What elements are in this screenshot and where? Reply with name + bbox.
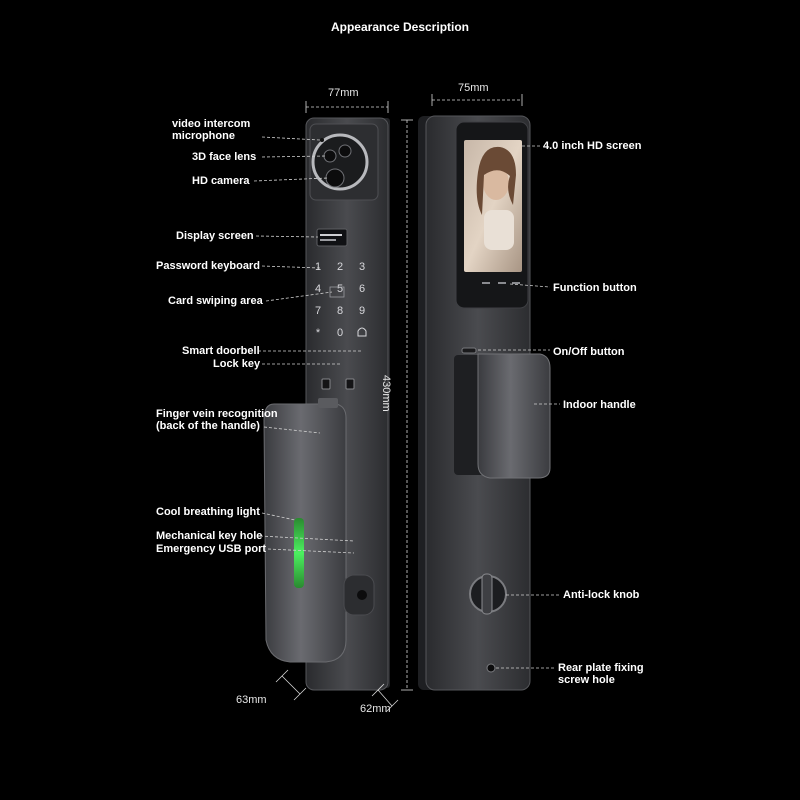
keypad-key[interactable]: 9 <box>359 305 365 317</box>
outdoor-panel: 1 2 3 4 5 6 7 8 9 * 0 <box>263 117 390 691</box>
label-display-screen: Display screen <box>176 230 254 242</box>
doorbell-icon[interactable] <box>357 327 367 337</box>
height-dimension: 430mm <box>380 375 392 412</box>
outdoor-handle <box>263 403 347 663</box>
function-button-2 <box>498 282 506 284</box>
label-lock-key: Lock key <box>213 358 261 370</box>
outdoor-leader-lines <box>253 136 362 554</box>
indoor-handle <box>477 353 551 479</box>
face-lens-right-icon <box>338 144 352 158</box>
indoor-panel <box>418 115 551 691</box>
onoff-button <box>461 347 477 354</box>
label-indoor-handle: Indoor handle <box>563 399 636 411</box>
fixing-screw-hole-icon <box>486 663 496 673</box>
display-screen <box>316 228 348 247</box>
face-lens-left-icon <box>323 149 337 163</box>
keypad-key[interactable]: * <box>316 327 321 339</box>
indoor-leader-lines <box>478 145 560 669</box>
password-keypad: 1 2 3 4 5 6 7 8 9 * 0 <box>315 261 367 339</box>
label-breathing-light: Cool breathing light <box>156 506 260 518</box>
hd-camera-icon <box>325 168 345 188</box>
keypad-key[interactable]: 2 <box>337 261 343 273</box>
label-video-intercom: video intercom microphone <box>172 118 251 142</box>
mechanical-key-hole-icon <box>357 590 367 600</box>
label-anti-lock-knob: Anti-lock knob <box>563 589 640 601</box>
label-usb-port: Emergency USB port <box>156 543 267 555</box>
function-button <box>482 282 490 284</box>
dimension-lines <box>275 94 523 713</box>
lock-key-icon-2 <box>345 378 355 390</box>
label-finger-vein: Finger vein recognition (back of the han… <box>156 408 278 432</box>
label-onoff-button: On/Off button <box>553 346 625 358</box>
label-fixing-screw: Rear plate fixing screw hole <box>558 662 644 686</box>
keypad-key[interactable]: 5 <box>337 283 343 295</box>
inner-width-dimension: 75mm <box>458 82 489 94</box>
label-password-keyboard: Password keyboard <box>156 260 260 272</box>
keypad-key[interactable]: 3 <box>359 261 365 273</box>
panel-depth-dimension: 62mm <box>360 703 391 715</box>
knob-grip <box>481 573 493 615</box>
card-swiping-area <box>329 286 345 298</box>
label-hd-screen: 4.0 inch HD screen <box>543 140 642 152</box>
microphone-icon <box>320 138 324 142</box>
function-button-3 <box>512 282 520 284</box>
keypad-key[interactable]: 0 <box>337 327 343 339</box>
keypad-key[interactable]: 7 <box>315 305 321 317</box>
outer-width-dimension: 77mm <box>328 87 359 99</box>
keypad-key[interactable]: 8 <box>337 305 343 317</box>
label-function-button: Function button <box>553 282 637 294</box>
face-portrait-icon <box>483 166 509 200</box>
label-hd-camera: HD camera <box>192 175 250 187</box>
breathing-light <box>294 518 304 588</box>
label-card-swiping: Card swiping area <box>168 295 263 307</box>
page-title: Appearance Description <box>330 20 470 34</box>
lock-key-icon <box>321 378 331 390</box>
keypad-key[interactable]: 1 <box>315 261 321 273</box>
keypad-key[interactable]: 4 <box>315 283 321 295</box>
label-key-hole: Mechanical key hole <box>156 530 263 542</box>
keypad-key[interactable]: 6 <box>359 283 365 295</box>
handle-cap <box>318 398 338 408</box>
label-smart-doorbell: Smart doorbell <box>182 345 260 357</box>
label-face-lens: 3D face lens <box>192 151 257 163</box>
handle-depth-dimension: 63mm <box>236 694 267 706</box>
